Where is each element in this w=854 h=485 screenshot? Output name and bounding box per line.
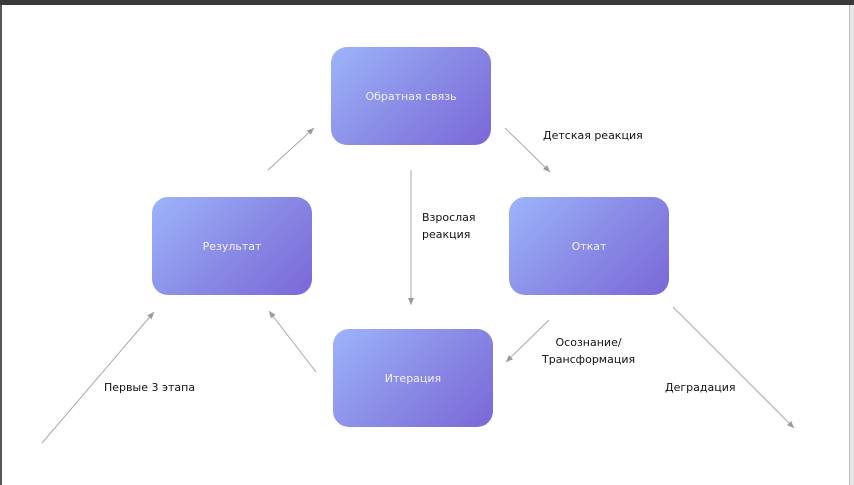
arrow-start-to-result — [41, 311, 155, 444]
window-left-border — [0, 5, 2, 485]
label-child-reaction: Детская реакция — [543, 129, 643, 142]
node-iteration-label: Итерация — [384, 371, 442, 385]
node-rollback: Откат — [509, 197, 669, 295]
node-result-label: Результат — [202, 239, 262, 253]
window-top-bar — [0, 0, 854, 5]
arrow-iteration-to-result — [268, 310, 317, 373]
node-feedback-label: Обратная связь — [365, 89, 457, 103]
arrow-rollback-to-iteration — [505, 319, 550, 363]
label-degradation: Деградация — [665, 381, 736, 394]
arrow-degradation — [672, 306, 795, 429]
label-awareness: Осознание/ Трансформация — [542, 334, 635, 368]
window-right-border — [849, 5, 854, 485]
label-awareness-line1: Осознание/ — [555, 336, 622, 349]
label-first-stages: Первые 3 этапа — [104, 381, 196, 394]
arrow-feedback-to-rollback — [504, 127, 551, 173]
label-adult-reaction: Взрослая реакция — [422, 209, 476, 243]
label-adult-reaction-line2: реакция — [422, 228, 471, 241]
node-iteration: Итерация — [333, 329, 493, 427]
node-feedback: Обратная связь — [331, 47, 491, 145]
label-adult-reaction-line1: Взрослая — [422, 211, 476, 224]
node-rollback-label: Откат — [571, 239, 607, 253]
label-awareness-line2: Трансформация — [542, 353, 636, 366]
arrow-result-to-feedback — [267, 127, 315, 171]
node-result: Результат — [152, 197, 312, 295]
